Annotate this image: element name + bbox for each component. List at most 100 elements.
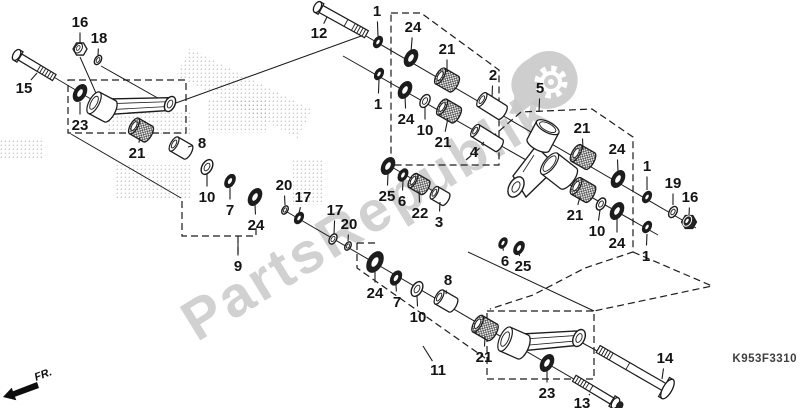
callout-leader <box>518 253 521 257</box>
callout-21: 21 <box>574 120 591 137</box>
watermark-gear-teeth <box>534 65 568 99</box>
seal-24 <box>609 202 625 220</box>
rocker-boss <box>526 119 560 153</box>
group-outline <box>486 310 595 380</box>
group-outline <box>356 243 486 359</box>
group-outline <box>465 108 634 310</box>
callout-24: 24 <box>609 235 626 252</box>
callout-1: 1 <box>643 158 651 175</box>
dust-seal-1 <box>372 35 384 49</box>
collar-3 <box>429 185 451 207</box>
callout-leader <box>597 209 601 221</box>
bearing-6 <box>397 168 409 182</box>
callout-1: 1 <box>374 96 382 113</box>
callout-17: 17 <box>327 202 344 219</box>
washer-17 <box>328 233 338 245</box>
callout-leader <box>645 233 648 246</box>
callout-3: 3 <box>435 214 443 231</box>
callout-21: 21 <box>435 134 452 151</box>
callout-23: 23 <box>72 117 89 134</box>
callout-8: 8 <box>198 135 206 152</box>
callout-14: 14 <box>657 350 674 367</box>
callout-12: 12 <box>311 25 328 42</box>
hatch-shading <box>293 158 322 205</box>
collar-2 <box>476 91 508 121</box>
callout-leader <box>410 37 413 53</box>
callout-21: 21 <box>439 41 456 58</box>
rod-eye <box>571 328 587 348</box>
callout-10: 10 <box>417 122 434 139</box>
callout-1: 1 <box>373 3 381 20</box>
callout-leader <box>333 220 336 235</box>
dust-seal-1 <box>641 220 653 234</box>
axis-line <box>100 65 164 102</box>
callout-24: 24 <box>367 285 384 302</box>
seal-24 <box>366 251 384 273</box>
callout-23: 23 <box>539 385 556 402</box>
rod-eye <box>163 95 177 113</box>
callout-24: 24 <box>398 111 415 128</box>
bolt-15 <box>11 48 57 82</box>
seal-7 <box>389 270 403 286</box>
callout-10: 10 <box>199 189 216 206</box>
seal-24 <box>610 170 626 188</box>
callout-6: 6 <box>398 193 406 210</box>
seal-24 <box>247 188 263 206</box>
callout-10: 10 <box>589 223 606 240</box>
callout-2: 2 <box>489 67 497 84</box>
callout-20: 20 <box>341 216 358 233</box>
callout-20: 20 <box>276 177 293 194</box>
seal-25 <box>513 240 525 256</box>
hatch-shading <box>176 48 312 138</box>
seal-25 <box>380 157 396 175</box>
callout-25: 25 <box>379 188 396 205</box>
bushing-22 <box>407 172 431 196</box>
callout-leader <box>588 393 591 396</box>
callout-9: 9 <box>234 258 242 275</box>
group-outline <box>593 251 714 312</box>
bushing-21 <box>569 143 597 171</box>
callout-6: 6 <box>501 253 509 270</box>
seal-7 <box>224 173 236 189</box>
callout-25: 25 <box>515 258 532 275</box>
callout-leader <box>483 335 486 347</box>
bolt-14 <box>595 344 675 400</box>
callout-leader <box>445 290 448 295</box>
callout-18: 18 <box>91 30 108 47</box>
washer-19 <box>667 205 679 219</box>
bushing-21 <box>433 67 461 93</box>
callout-17: 17 <box>295 189 312 206</box>
nut-16 <box>72 42 88 56</box>
callout-24: 24 <box>609 141 626 158</box>
rocker-sleeve <box>539 152 579 190</box>
callout-13: 13 <box>574 395 591 408</box>
callout-leader <box>577 196 581 206</box>
washer-20 <box>343 241 353 251</box>
bolt-13 <box>571 374 624 408</box>
seal-24 <box>403 49 419 67</box>
callout-11: 11 <box>430 362 446 379</box>
callout-leader <box>376 21 379 37</box>
group-outline <box>181 201 257 237</box>
callout-1: 1 <box>642 248 650 265</box>
seal-24 <box>397 81 413 99</box>
diagram-code: K953F3310 <box>732 353 797 365</box>
group-outline <box>67 79 187 134</box>
callout-7: 7 <box>393 294 401 311</box>
callout-7: 7 <box>226 202 234 219</box>
callout-leader <box>377 79 380 94</box>
callout-leader <box>616 159 619 172</box>
washer-10 <box>410 280 424 298</box>
callout-leader <box>538 98 541 113</box>
axis-line <box>175 34 365 104</box>
callout-5: 5 <box>536 80 544 97</box>
callout-24: 24 <box>405 19 422 36</box>
callouts-layer: 1618152312124212124102145212411916211024… <box>16 3 699 408</box>
bolt-12 <box>312 0 370 39</box>
seal-17 <box>293 211 305 225</box>
watermark-gear-ring <box>540 71 562 93</box>
axis-line <box>322 10 697 229</box>
hatch-shading <box>208 100 266 133</box>
